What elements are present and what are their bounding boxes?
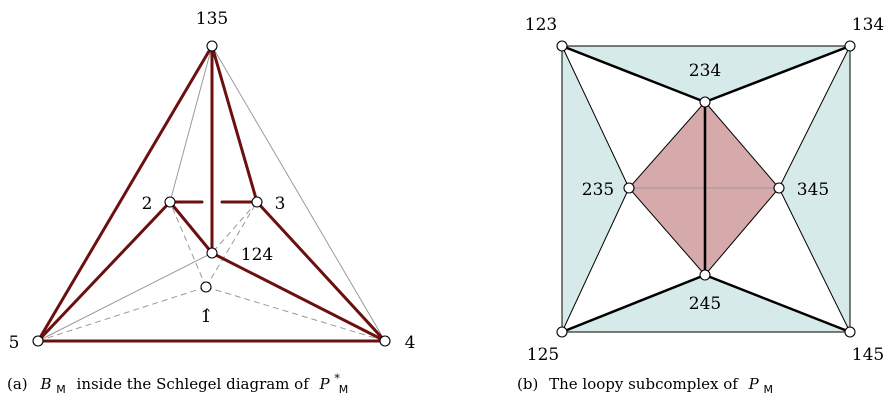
caption-b-prefix: (b) [517,375,538,393]
label-135: 135 [196,9,228,29]
caption-b: (b) The loopy subcomplex of P M [517,375,773,396]
node-124 [206,247,218,259]
node-345 [773,182,785,194]
caption-b-middle: The loopy subcomplex of [549,375,739,393]
square-nodes [556,40,856,338]
label-234: 234 [689,61,721,81]
caption-a-b: B [39,375,51,393]
thick-edges-right [561,44,851,334]
label-123: 123 [525,15,557,35]
node-135 [206,40,218,52]
label-4: 4 [405,333,416,353]
label-5: 5 [9,333,20,353]
node-235 [623,182,635,194]
label-2: 2 [142,194,153,214]
caption-a: (a) B M inside the Schlegel diagram of P… [7,368,348,397]
b-m-edges [36,44,387,343]
node-3 [251,196,263,208]
node-234 [699,96,711,108]
caption-a-p-sub: M [339,383,349,396]
caption-b-p-sub: M [763,383,773,396]
label-345: 345 [797,180,829,200]
node-1-hat [200,281,212,293]
node-125 [556,326,568,338]
thin-edges-right [561,45,851,333]
caption-a-middle: inside the Schlegel diagram of [77,375,311,393]
label-134: 134 [852,15,884,35]
loopy-subcomplex: 123 134 125 145 234 235 345 245 [525,15,884,365]
label-124: 124 [241,245,273,265]
schlegel-nodes [32,40,391,347]
caption-a-b-sub: M [56,383,66,396]
caption-a-p-sup: * [334,372,340,385]
label-125: 125 [527,345,559,365]
node-2 [164,196,176,208]
node-134 [844,40,856,52]
caption-a-p: P [319,375,331,393]
label-245: 245 [689,294,721,314]
node-145 [844,326,856,338]
label-235: 235 [582,180,614,200]
node-5 [32,335,44,347]
label-3: 3 [275,194,286,214]
label-1-hat: 1̂ [201,307,212,327]
node-123 [556,40,568,52]
node-4 [379,335,391,347]
caption-b-p: P [748,375,760,393]
schlegel-diagram: 135 2 3 124 1̂ 5 4 [9,9,416,353]
caption-a-prefix: (a) [7,375,28,393]
node-245 [699,269,711,281]
label-145: 145 [852,345,884,365]
white-triangles [562,46,850,332]
